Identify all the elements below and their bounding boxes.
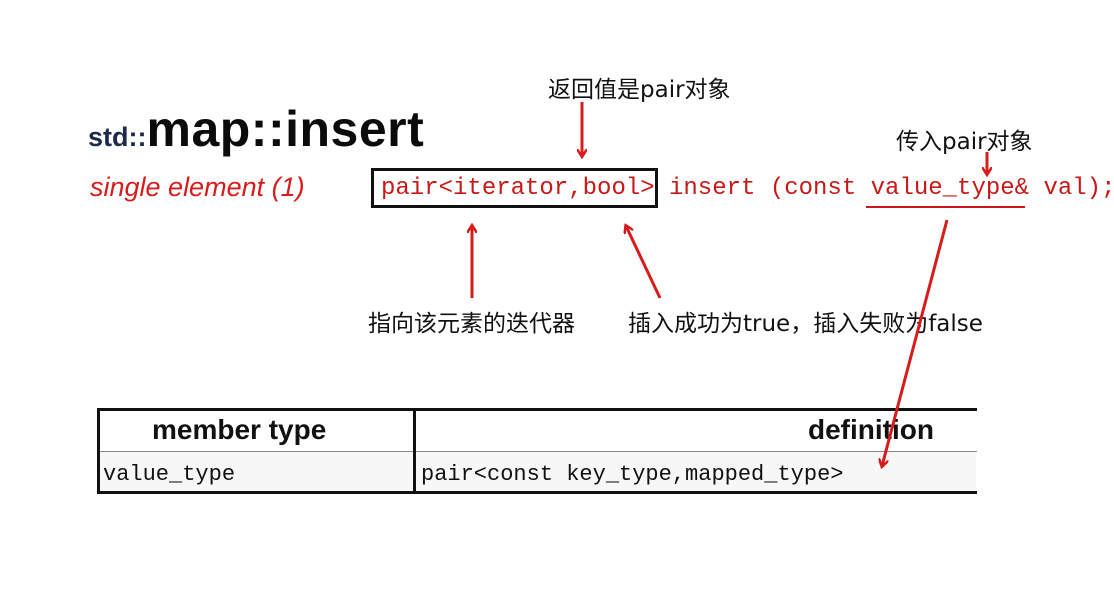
table-header-definition: definition [808, 414, 934, 445]
table-cell-definition: pair<const key_type,mapped_type> [421, 462, 844, 487]
bool-arrow [626, 226, 662, 299]
signature-rest: insert (const value_type& val); [669, 175, 1114, 202]
signature-label: single element (1) [90, 172, 305, 202]
bool-note: 插入成功为true，插入失败为false [628, 311, 983, 337]
table-bottom-border [97, 491, 977, 494]
return-type: pair<iterator,bool> [381, 175, 655, 202]
table-column-divider [413, 408, 416, 494]
table-top-border [97, 408, 977, 411]
param-underline [866, 206, 1025, 208]
table-header-member-type: member type [152, 414, 327, 445]
page-title: std::map::insert [88, 100, 424, 160]
value-type-arrow [882, 219, 949, 466]
title-namespace: std:: [88, 122, 147, 152]
return-type-box [371, 168, 658, 208]
iterator-note: 指向该元素的迭代器 [368, 311, 575, 337]
param-note: 传入pair对象 [896, 129, 1033, 155]
table-header-divider [97, 451, 977, 452]
return-value-note: 返回值是pair对象 [548, 77, 731, 103]
table-row-shade [100, 452, 976, 490]
title-function: map::insert [146, 101, 425, 157]
table-left-border [97, 408, 100, 494]
table-cell-member-type: value_type [103, 462, 236, 487]
